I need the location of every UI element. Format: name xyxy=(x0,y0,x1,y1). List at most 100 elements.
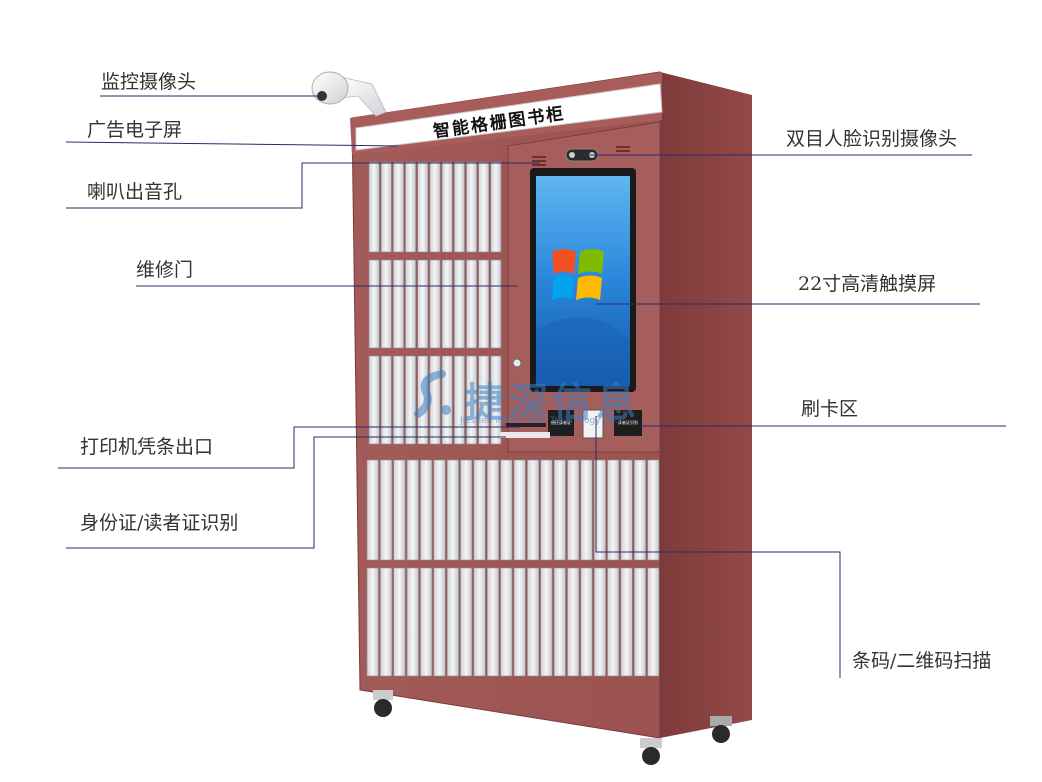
caster-right xyxy=(710,716,732,743)
book-slot xyxy=(417,355,429,445)
book-slot xyxy=(513,567,526,677)
book-slot xyxy=(478,355,490,445)
book-slot xyxy=(417,161,429,253)
book-slot xyxy=(420,459,433,561)
book-slot xyxy=(453,161,465,253)
book-slot xyxy=(473,567,486,677)
printer-slot xyxy=(506,423,546,427)
leader-lines xyxy=(58,95,1006,678)
qr-scanner xyxy=(582,409,604,439)
book-slot xyxy=(540,567,553,677)
book-slot xyxy=(433,459,446,561)
book-slot xyxy=(393,161,404,253)
book-slot xyxy=(460,567,473,677)
id-card-label: 借还读者证 xyxy=(551,419,571,425)
book-slot xyxy=(478,259,490,349)
book-slot xyxy=(453,259,465,349)
book-slot xyxy=(513,459,526,561)
book-slot xyxy=(393,259,404,349)
book-slot xyxy=(366,567,379,677)
book-slot xyxy=(380,259,392,349)
door-lock xyxy=(512,358,522,368)
book-slot xyxy=(567,459,580,561)
book-slot xyxy=(620,459,633,561)
windows-logo xyxy=(552,249,604,300)
caster-middle xyxy=(640,738,662,765)
cabinet-side xyxy=(660,72,752,738)
book-slot xyxy=(607,459,620,561)
book-slot xyxy=(368,161,380,253)
book-slot xyxy=(500,567,513,677)
book-slot xyxy=(446,459,459,561)
book-slot xyxy=(429,161,441,253)
book-slot xyxy=(466,161,477,253)
ad-screen-panel xyxy=(355,83,663,151)
book-slot xyxy=(486,567,499,677)
callout-id-reader: 身份证/读者证识别 xyxy=(80,512,239,534)
book-slot xyxy=(633,567,646,677)
book-slot xyxy=(433,567,446,677)
book-slot xyxy=(647,567,660,677)
book-slot xyxy=(593,567,606,677)
book-slot xyxy=(473,459,486,561)
card-swipe-pad xyxy=(614,410,642,436)
book-slot xyxy=(593,459,606,561)
book-slot xyxy=(540,459,553,561)
book-slot xyxy=(580,567,593,677)
book-slot xyxy=(441,259,453,349)
book-slot xyxy=(466,259,477,349)
book-slot xyxy=(633,459,646,561)
monitoring-camera xyxy=(311,71,387,117)
book-slot xyxy=(366,459,379,561)
book-slot xyxy=(647,459,660,561)
book-slot xyxy=(490,259,502,349)
callout-speaker: 喇叭出音孔 xyxy=(87,181,183,203)
book-slot xyxy=(486,459,499,561)
book-slot xyxy=(460,459,473,561)
book-slot xyxy=(441,161,453,253)
book-slot xyxy=(580,459,593,561)
reader-card-label: 读者证识别 xyxy=(618,419,638,425)
book-slot xyxy=(567,567,580,677)
book-slot xyxy=(446,567,459,677)
book-slot xyxy=(429,259,441,349)
book-slot xyxy=(527,459,540,561)
book-slot xyxy=(490,355,502,445)
caster-left xyxy=(373,690,393,717)
book-slot xyxy=(420,567,433,677)
book-slot xyxy=(393,459,406,561)
id-card-reader xyxy=(548,410,574,436)
book-slot xyxy=(380,355,392,445)
book-slot xyxy=(393,567,406,677)
book-slot xyxy=(380,161,392,253)
book-slot xyxy=(406,567,419,677)
book-slot xyxy=(380,459,393,561)
book-slot xyxy=(500,459,513,561)
book-slot xyxy=(620,567,633,677)
book-slot xyxy=(553,567,566,677)
book-slot xyxy=(527,567,540,677)
book-slot xyxy=(466,355,477,445)
callout-barcode: 条码/二维码扫描 xyxy=(852,650,992,672)
book-slot xyxy=(393,355,404,445)
callout-camera: 监控摄像头 xyxy=(101,71,197,93)
callout-service-door: 维修门 xyxy=(136,259,194,281)
book-slot xyxy=(453,355,465,445)
book-slot xyxy=(405,259,416,349)
book-slot xyxy=(368,355,380,445)
lower-book-grid xyxy=(366,459,660,677)
book-slot xyxy=(553,459,566,561)
callout-printer: 打印机凭条出口 xyxy=(80,436,214,458)
left-book-grid xyxy=(368,161,502,445)
speaker-holes xyxy=(532,146,630,166)
book-slot xyxy=(490,161,502,253)
book-slot xyxy=(478,161,490,253)
book-slot xyxy=(441,355,453,445)
book-slot xyxy=(429,355,441,445)
book-slot xyxy=(380,567,393,677)
book-slot xyxy=(406,459,419,561)
book-slot xyxy=(417,259,429,349)
book-slot xyxy=(607,567,620,677)
book-slot xyxy=(405,161,416,253)
